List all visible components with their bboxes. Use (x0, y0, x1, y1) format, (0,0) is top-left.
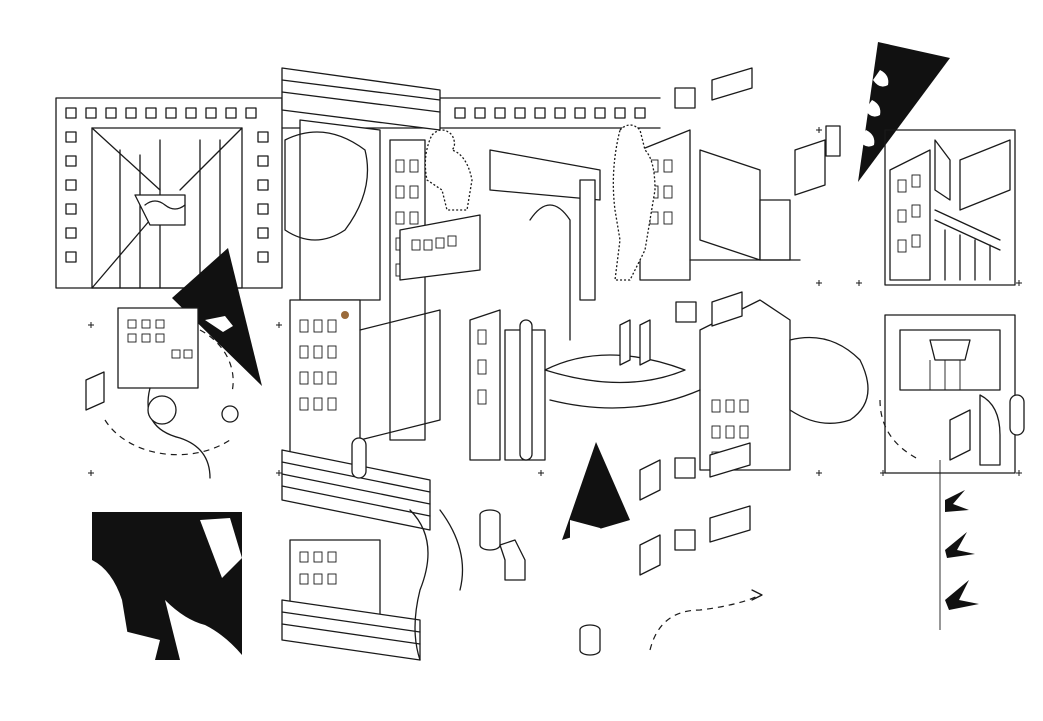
black-triangle-photo-left (172, 248, 262, 386)
right-interior-frame (879, 314, 1025, 474)
black-triangle-photo-top-right (858, 42, 950, 182)
film-perforations-top (65, 107, 257, 119)
orbit-building-sketch (85, 307, 239, 479)
floating-blocks (639, 442, 763, 651)
middle-tower-arch (469, 149, 601, 461)
registration-crosses (88, 127, 1022, 476)
right-edge-building (884, 129, 1016, 286)
central-building-collage (281, 67, 601, 661)
black-triangle-photo-middle (562, 442, 630, 540)
film-perforations-left (65, 131, 269, 263)
right-building-cluster (544, 67, 869, 471)
photo-legs-square (92, 512, 242, 660)
dotted-figure-right (612, 124, 656, 281)
interior-perspective-sketch (91, 127, 243, 289)
dotted-figure-top (424, 129, 473, 211)
falling-figures-strip (939, 460, 979, 630)
film-strip-frame (55, 97, 283, 289)
